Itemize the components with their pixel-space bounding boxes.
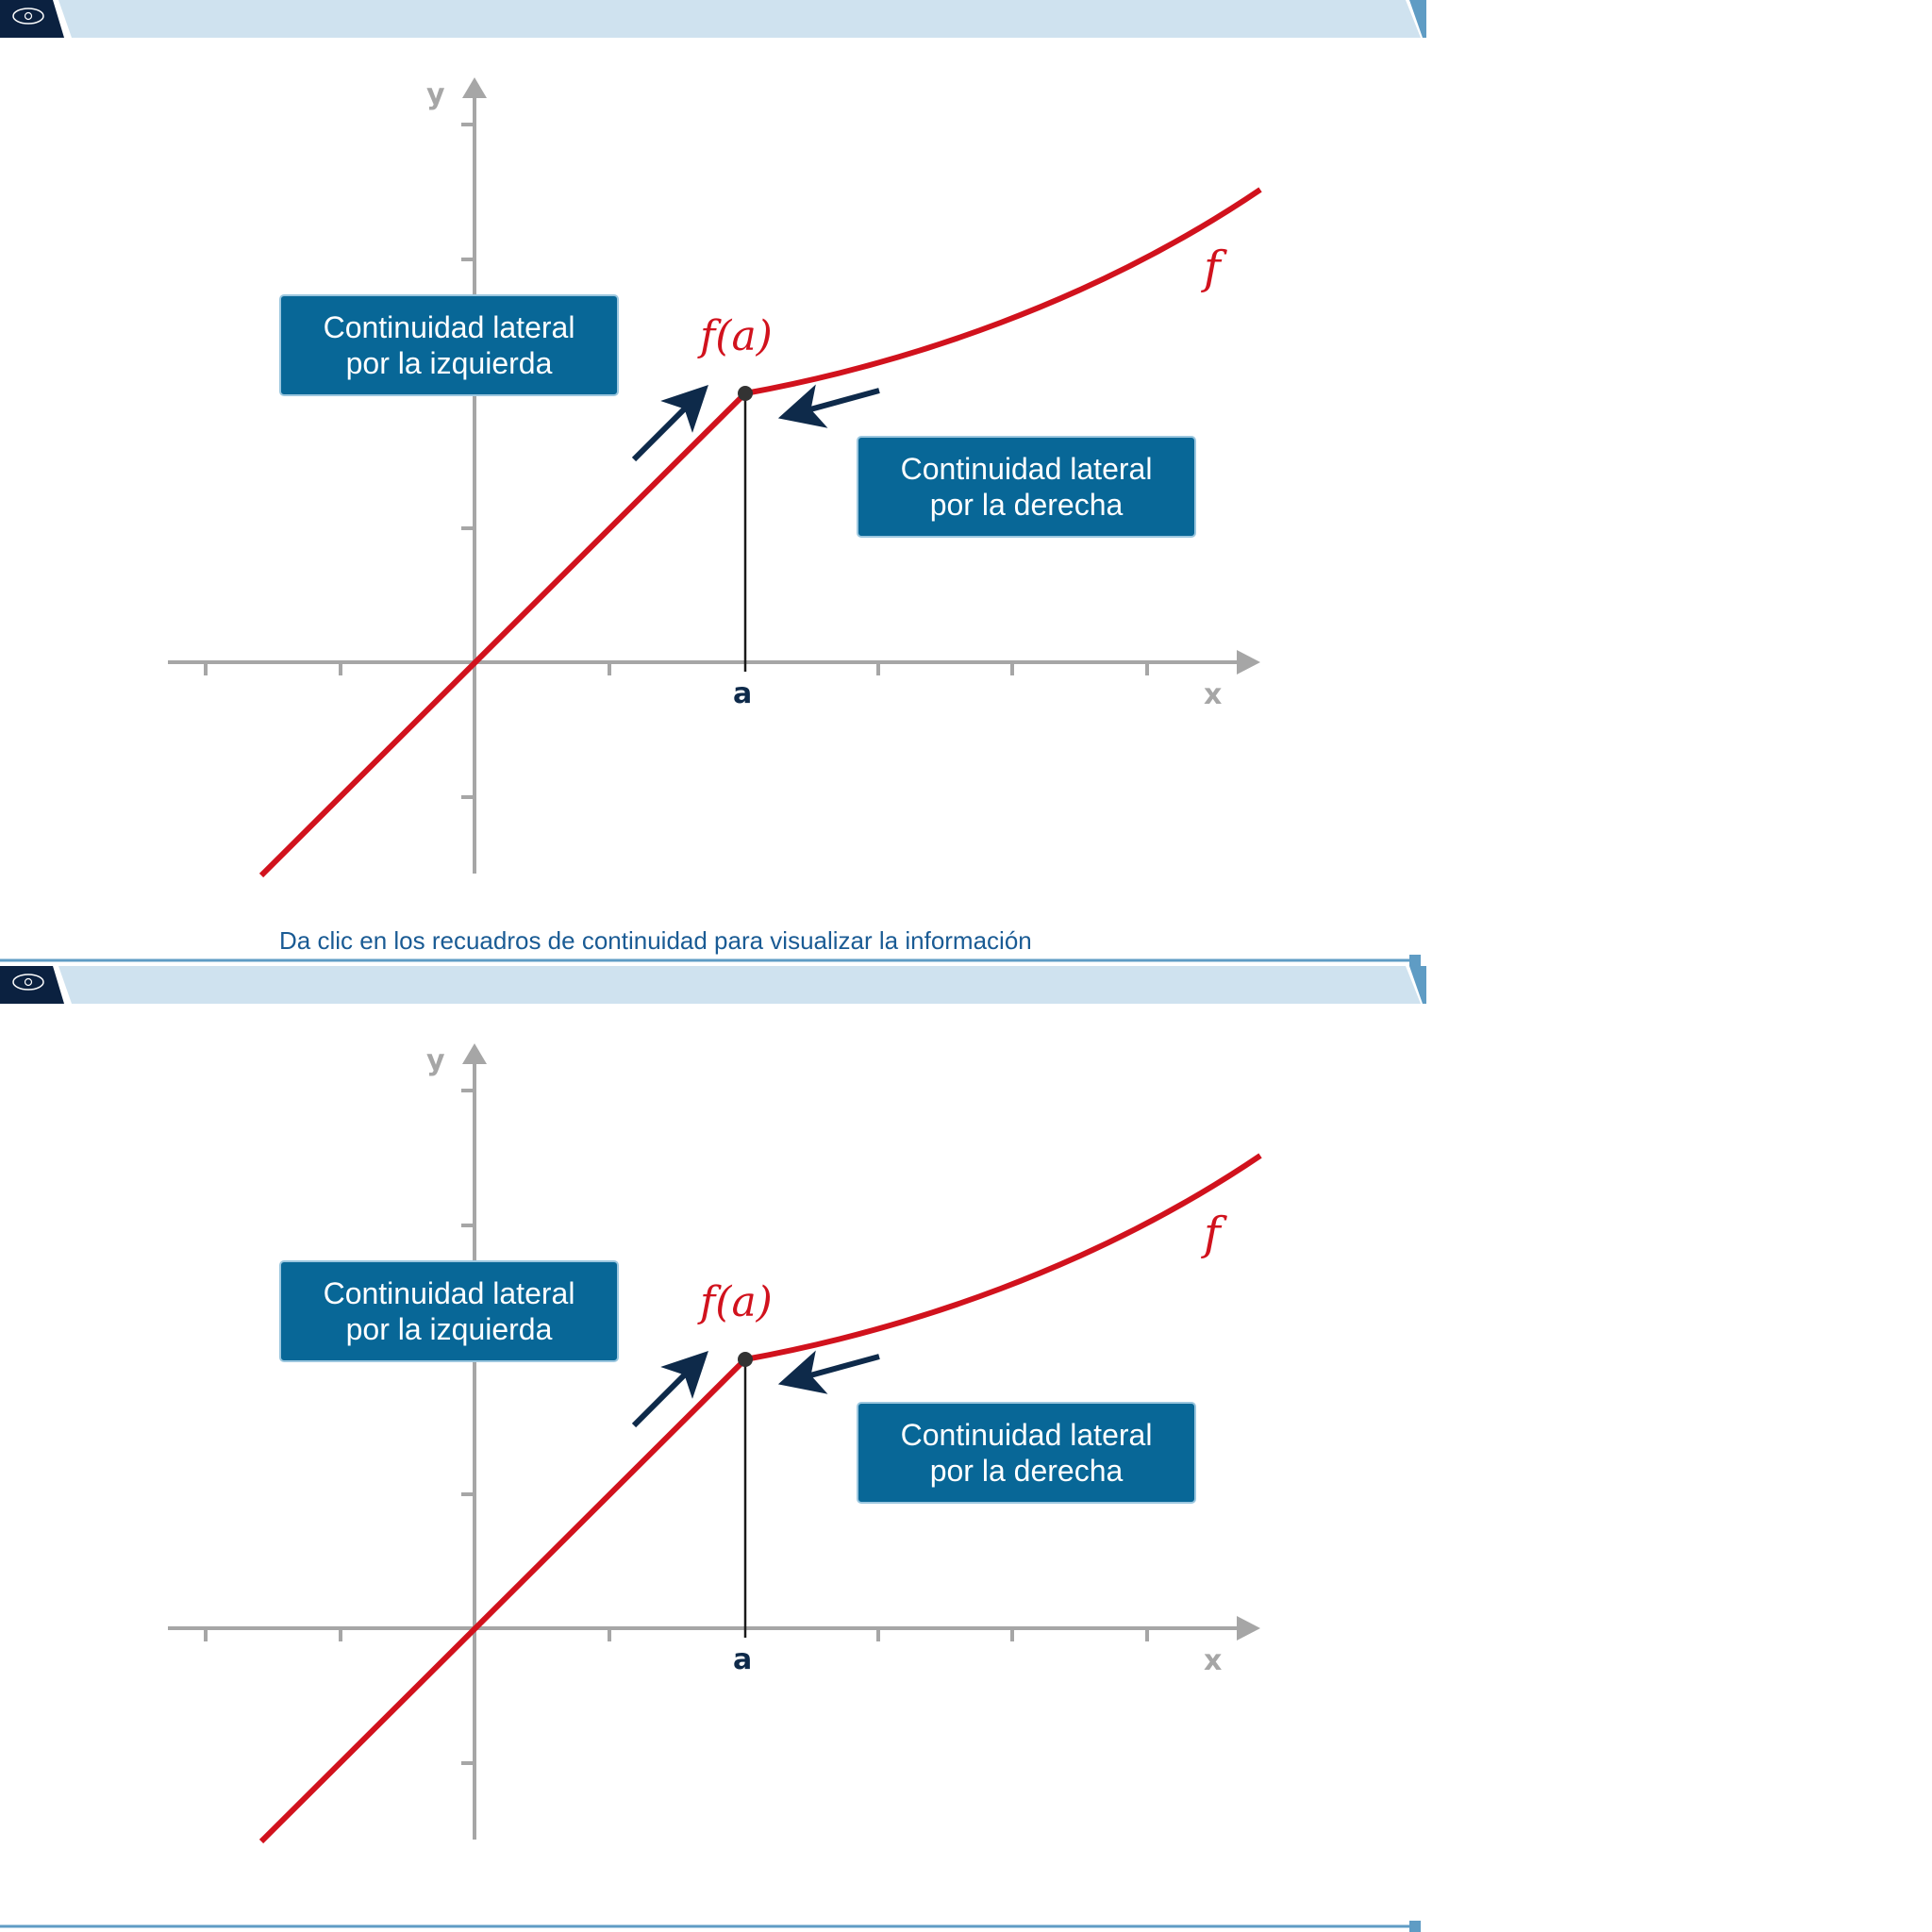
f-of-a-label: f(a) (700, 312, 773, 360)
footer-rule-end (1409, 1921, 1421, 1932)
y-axis-arrowhead (462, 1043, 487, 1064)
diagram-canvas (0, 966, 1426, 1932)
point-a-label: a (733, 677, 753, 710)
x-axis-label: x (1204, 678, 1223, 711)
right-continuity-line1: Continuidad lateral (900, 452, 1153, 486)
right-approach-arrow (777, 384, 880, 428)
point-f-of-a (738, 1352, 753, 1367)
curve-right-branch (744, 1153, 1262, 1362)
curve-right-branch (744, 187, 1262, 396)
header-band (0, 0, 1426, 38)
diagram-panel-2: y x a f(a) f Continuidad lateral por la … (0, 966, 1932, 1932)
logo-pupil-icon (24, 11, 33, 21)
curve-f-label: f (1204, 242, 1221, 294)
axes (168, 1064, 1241, 1840)
left-approach-arrow (631, 1351, 708, 1428)
y-axis-label: y (426, 1044, 445, 1077)
header-bar (58, 966, 1421, 1004)
left-approach-arrow (631, 385, 708, 462)
x-axis-arrowhead (1237, 650, 1260, 675)
left-continuity-line1: Continuidad lateral (323, 310, 575, 344)
header-accent (1409, 966, 1426, 1004)
left-continuity-button[interactable]: Continuidad lateral por la izquierda (279, 1260, 619, 1362)
right-continuity-line1: Continuidad lateral (900, 1418, 1153, 1452)
point-f-of-a (738, 386, 753, 401)
right-approach-arrow (777, 1350, 880, 1394)
left-continuity-line2: por la izquierda (345, 1312, 553, 1346)
diagram-canvas (0, 0, 1426, 966)
right-continuity-line2: por la derecha (929, 488, 1124, 522)
header-accent (1409, 0, 1426, 38)
logo-eye-icon (12, 974, 44, 991)
curve-left-branch (258, 391, 748, 878)
diagram-panel-1: y x a f(a) f Continuidad lateral por la … (0, 0, 1426, 966)
right-continuity-button[interactable]: Continuidad lateral por la derecha (857, 436, 1196, 538)
curve-left-branch (258, 1357, 748, 1844)
logo-badge (0, 0, 64, 38)
y-axis-arrowhead (462, 77, 487, 98)
point-a-label: a (733, 1643, 753, 1676)
logo-pupil-icon (24, 977, 33, 987)
y-axis-label: y (426, 78, 445, 111)
right-continuity-line2: por la derecha (929, 1454, 1124, 1488)
logo-badge (0, 966, 64, 1004)
left-continuity-line1: Continuidad lateral (323, 1276, 575, 1310)
f-of-a-label: f(a) (700, 1278, 773, 1326)
axes (168, 98, 1241, 874)
left-continuity-button[interactable]: Continuidad lateral por la izquierda (279, 294, 619, 396)
instruction-text: Da clic en los recuadros de continuidad … (279, 926, 1032, 955)
logo-eye-icon (12, 8, 44, 25)
x-axis-label: x (1204, 1644, 1223, 1677)
header-bar (58, 0, 1421, 38)
left-continuity-line2: por la izquierda (345, 346, 553, 380)
footer-rule-end (1409, 955, 1421, 966)
header-band (0, 966, 1426, 1004)
curve-f-label: f (1204, 1208, 1221, 1260)
x-axis-arrowhead (1237, 1616, 1260, 1641)
right-continuity-button[interactable]: Continuidad lateral por la derecha (857, 1402, 1196, 1504)
